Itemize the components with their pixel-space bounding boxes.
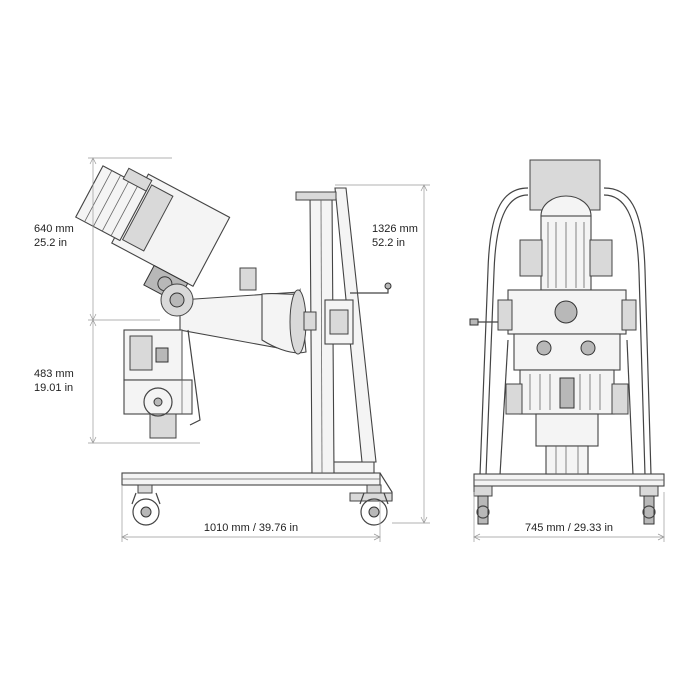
- side-dim-width: [121, 486, 381, 542]
- dim-total-height-in: 52.2 in: [372, 237, 405, 249]
- front-lower-housing: [505, 333, 629, 415]
- side-base-frame: [121, 461, 393, 502]
- side-dim-vertical: [88, 157, 200, 444]
- side-pivot-hub: [169, 292, 185, 308]
- dim-base-height-in: 19.01 in: [34, 382, 73, 394]
- side-head-assembly: [74, 165, 231, 304]
- front-dim-width: [473, 492, 665, 542]
- side-mast: [295, 187, 392, 474]
- front-gearbox: [469, 289, 637, 335]
- front-column: [535, 413, 599, 475]
- front-caster-left: [473, 485, 493, 525]
- handwheel-icon: [143, 387, 173, 417]
- front-frame: [473, 187, 665, 487]
- dim-head-height-mm: 640 mm: [34, 223, 74, 235]
- side-caster-left: [131, 484, 161, 526]
- front-caster-right: [639, 485, 659, 525]
- dim-head-height-in: 25.2 in: [34, 237, 67, 249]
- front-view: [469, 159, 665, 542]
- side-lower-unit: [123, 329, 201, 439]
- front-motor: [519, 195, 613, 291]
- side-caster-right: [359, 484, 389, 526]
- dim-base-height-mm: 483 mm: [34, 368, 74, 380]
- dim-total-height-mm: 1326 mm: [372, 223, 418, 235]
- side-view: [74, 157, 430, 542]
- dim-front-width: 745 mm / 29.33 in: [525, 522, 613, 534]
- dim-side-width: 1010 mm / 39.76 in: [204, 522, 298, 534]
- side-dim-total-height: [335, 184, 430, 524]
- side-arm: [179, 288, 317, 355]
